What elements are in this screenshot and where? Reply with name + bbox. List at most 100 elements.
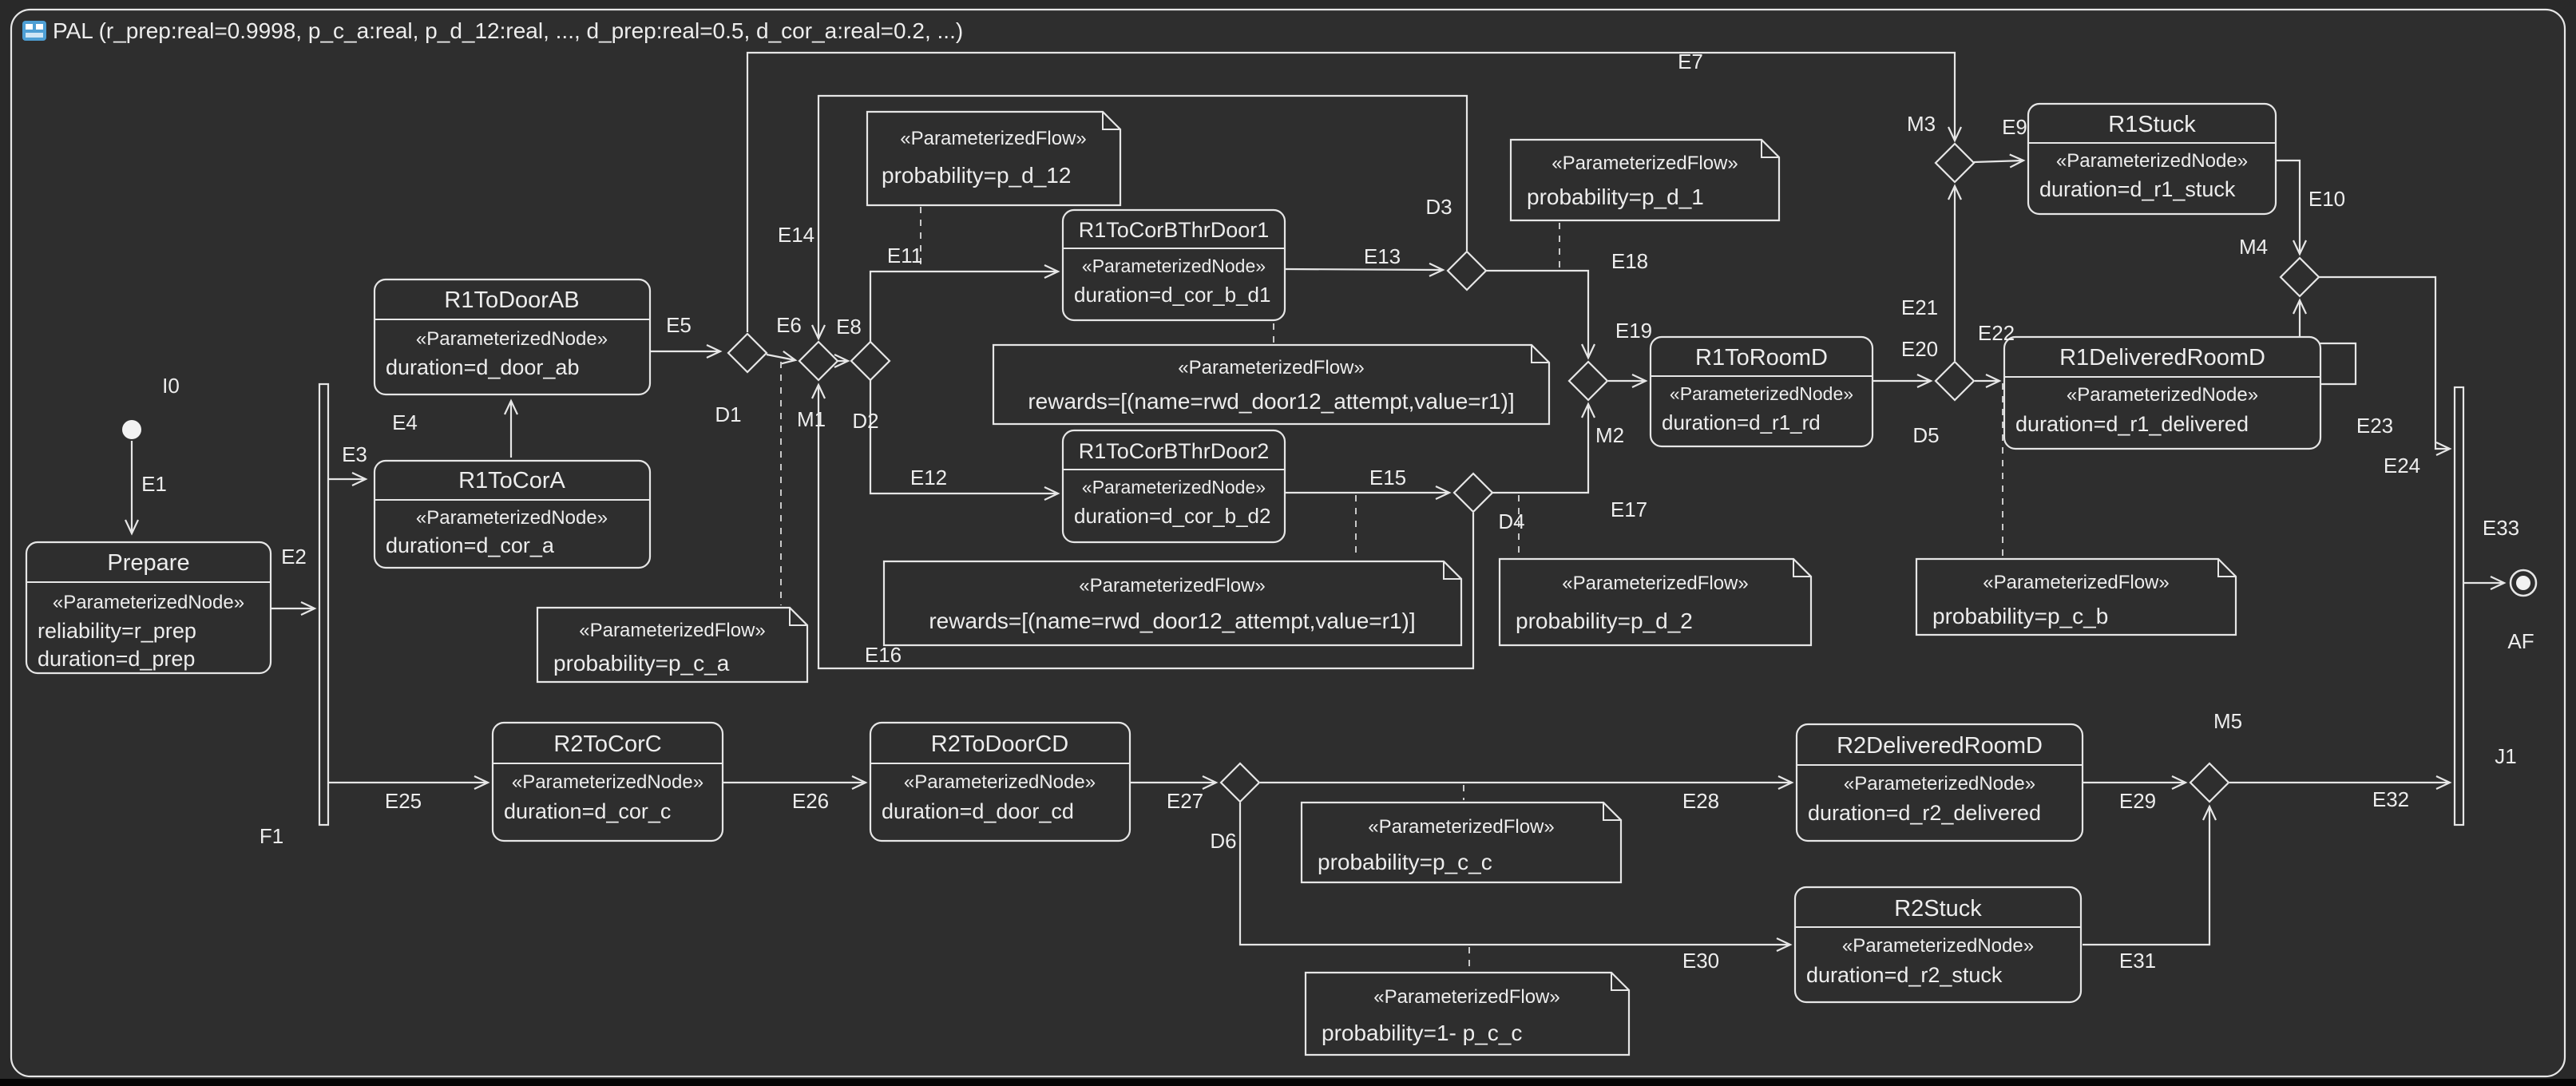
edge-label-E19[interactable]: E19 <box>1615 319 1652 343</box>
edge-label-E10[interactable]: E10 <box>2308 187 2345 211</box>
node-r2-delivered[interactable]: R2DeliveredRoomD «ParameterizedNode» dur… <box>1795 723 2084 842</box>
fork-bar-F1[interactable] <box>318 382 330 826</box>
edge-label-E33[interactable]: E33 <box>2483 516 2519 540</box>
edge-E6[interactable] <box>766 351 798 365</box>
note-box[interactable] <box>992 343 1551 426</box>
node-box[interactable] <box>491 721 724 842</box>
note-box[interactable] <box>1498 557 1813 647</box>
note-p-d-12[interactable]: «ParameterizedFlow» probability=p_d_12 <box>866 110 1122 207</box>
node-r1-to-door-ab[interactable]: R1ToDoorAB «ParameterizedNode» duration=… <box>373 278 652 396</box>
label-D1[interactable]: D1 <box>715 402 741 426</box>
decision-D3[interactable] <box>1446 250 1488 291</box>
edge-label-E23[interactable]: E23 <box>2356 414 2393 438</box>
label-F1[interactable]: F1 <box>260 824 283 848</box>
merge-M4[interactable] <box>2279 256 2320 298</box>
note-p-c-a[interactable]: «ParameterizedFlow» probability=p_c_a <box>536 606 809 684</box>
label-M3[interactable]: M3 <box>1907 112 1936 136</box>
edge-E16[interactable] <box>811 382 1475 670</box>
node-box[interactable] <box>1795 723 2084 842</box>
note-rewards2[interactable]: «ParameterizedFlow» rewards=[(name=rwd_d… <box>882 560 1463 647</box>
final-node-AF[interactable] <box>2509 569 2538 597</box>
edge-label-E14[interactable]: E14 <box>778 223 814 247</box>
edge-E30[interactable] <box>1238 803 1793 952</box>
join-bar-J1[interactable] <box>2453 386 2465 826</box>
merge-M5[interactable] <box>2189 762 2230 803</box>
note-box[interactable] <box>866 110 1122 207</box>
edge-label-E16[interactable]: E16 <box>865 643 902 667</box>
node-box[interactable] <box>1061 208 1286 322</box>
edge-E12[interactable] <box>869 380 1060 501</box>
label-D3[interactable]: D3 <box>1425 195 1452 219</box>
initial-node-I0[interactable] <box>122 420 141 439</box>
decision-D4[interactable] <box>1452 472 1494 513</box>
edge-E18[interactable] <box>1486 269 1595 360</box>
label-M2[interactable]: M2 <box>1595 423 1624 447</box>
node-r2-to-cor-c[interactable]: R2ToCorC «ParameterizedNode» duration=d_… <box>491 721 724 842</box>
label-D6[interactable]: D6 <box>1210 829 1236 853</box>
edge-label-E11[interactable]: E11 <box>887 244 922 268</box>
edge-E10[interactable] <box>2276 159 2307 256</box>
note-p-d-1[interactable]: «ParameterizedFlow» probability=p_d_1 <box>1509 138 1781 222</box>
merge-M1[interactable] <box>798 340 839 382</box>
merge-M2[interactable] <box>1567 360 1609 402</box>
node-box[interactable] <box>1649 335 1874 448</box>
node-r1-door1[interactable]: R1ToCorBThrDoor1 «ParameterizedNode» dur… <box>1061 208 1286 322</box>
edge-label-E4[interactable]: E4 <box>392 410 418 434</box>
edge-label-E12[interactable]: E12 <box>910 466 947 489</box>
note-box[interactable] <box>1304 971 1631 1056</box>
note-p-c-c[interactable]: «ParameterizedFlow» probability=p_c_c <box>1300 801 1623 884</box>
label-I0[interactable]: I0 <box>162 374 180 398</box>
node-box[interactable] <box>25 541 272 675</box>
label-D5[interactable]: D5 <box>1912 423 1939 447</box>
label-M4[interactable]: M4 <box>2239 235 2268 259</box>
node-r2-to-door-cd[interactable]: R2ToDoorCD «ParameterizedNode» duration=… <box>869 721 1131 842</box>
edge-label-E2[interactable]: E2 <box>281 545 307 569</box>
edge-E23[interactable] <box>2293 298 2357 386</box>
note-p-c-b[interactable]: «ParameterizedFlow» probability=p_c_b <box>1915 557 2237 636</box>
edge-label-E8[interactable]: E8 <box>836 315 862 339</box>
label-M1[interactable]: M1 <box>797 407 826 431</box>
edge-label-E20[interactable]: E20 <box>1901 337 1938 361</box>
edge-label-E31[interactable]: E31 <box>2119 949 2156 973</box>
merge-M3[interactable] <box>1934 142 1976 184</box>
node-box[interactable] <box>1793 886 2083 1004</box>
node-r1-delivered[interactable]: R1DeliveredRoomD «ParameterizedNode» dur… <box>2003 335 2322 450</box>
decision-D2[interactable] <box>850 340 891 382</box>
edge-label-E24[interactable]: E24 <box>2384 454 2420 478</box>
edge-E9[interactable] <box>1973 153 2026 168</box>
edge-E24[interactable] <box>2319 275 2452 456</box>
label-D2[interactable]: D2 <box>852 409 878 433</box>
label-D4[interactable]: D4 <box>1498 509 1524 533</box>
note-rewards1[interactable]: «ParameterizedFlow» rewards=[(name=rwd_d… <box>992 343 1551 426</box>
node-r1-door2[interactable]: R1ToCorBThrDoor2 «ParameterizedNode» dur… <box>1061 429 1286 544</box>
edge-E31[interactable] <box>2083 804 2217 946</box>
label-M5[interactable]: M5 <box>2213 709 2242 733</box>
edge-label-E26[interactable]: E26 <box>792 789 829 813</box>
node-r1-to-cor-a[interactable]: R1ToCorA «ParameterizedNode» duration=d_… <box>373 459 652 569</box>
edge-label-E1[interactable]: E1 <box>141 472 167 496</box>
note-box[interactable] <box>536 606 809 684</box>
edge-E13[interactable] <box>1284 262 1445 277</box>
edge-label-E22[interactable]: E22 <box>1978 321 2015 345</box>
node-box[interactable] <box>869 721 1131 842</box>
edge-label-E3[interactable]: E3 <box>342 442 367 466</box>
edge-label-E32[interactable]: E32 <box>2372 787 2409 811</box>
edge-E17[interactable] <box>1492 402 1595 494</box>
edge-label-E27[interactable]: E27 <box>1167 789 1203 813</box>
edge-label-E25[interactable]: E25 <box>385 789 422 813</box>
node-r1-stuck[interactable]: R1Stuck «ParameterizedNode» duration=d_r… <box>2027 102 2277 216</box>
edge-E11[interactable] <box>869 264 1060 342</box>
edge-label-E13[interactable]: E13 <box>1364 244 1401 268</box>
note-p-d-2[interactable]: «ParameterizedFlow» probability=p_d_2 <box>1498 557 1813 647</box>
decision-D5[interactable] <box>1934 360 1976 402</box>
edge-label-E9[interactable]: E9 <box>2002 115 2027 139</box>
edge-label-E21[interactable]: E21 <box>1901 295 1938 319</box>
note-1-minus-p-c-c[interactable]: «ParameterizedFlow» probability=1- p_c_c <box>1304 971 1631 1056</box>
node-r1-to-room-d[interactable]: R1ToRoomD «ParameterizedNode» duration=d… <box>1649 335 1874 448</box>
node-box[interactable] <box>2027 102 2277 216</box>
node-box[interactable] <box>373 278 652 396</box>
note-box[interactable] <box>1915 557 2237 636</box>
edge-label-E17[interactable]: E17 <box>1611 497 1647 521</box>
node-box[interactable] <box>1061 429 1286 544</box>
edge-E14[interactable] <box>811 94 1468 341</box>
